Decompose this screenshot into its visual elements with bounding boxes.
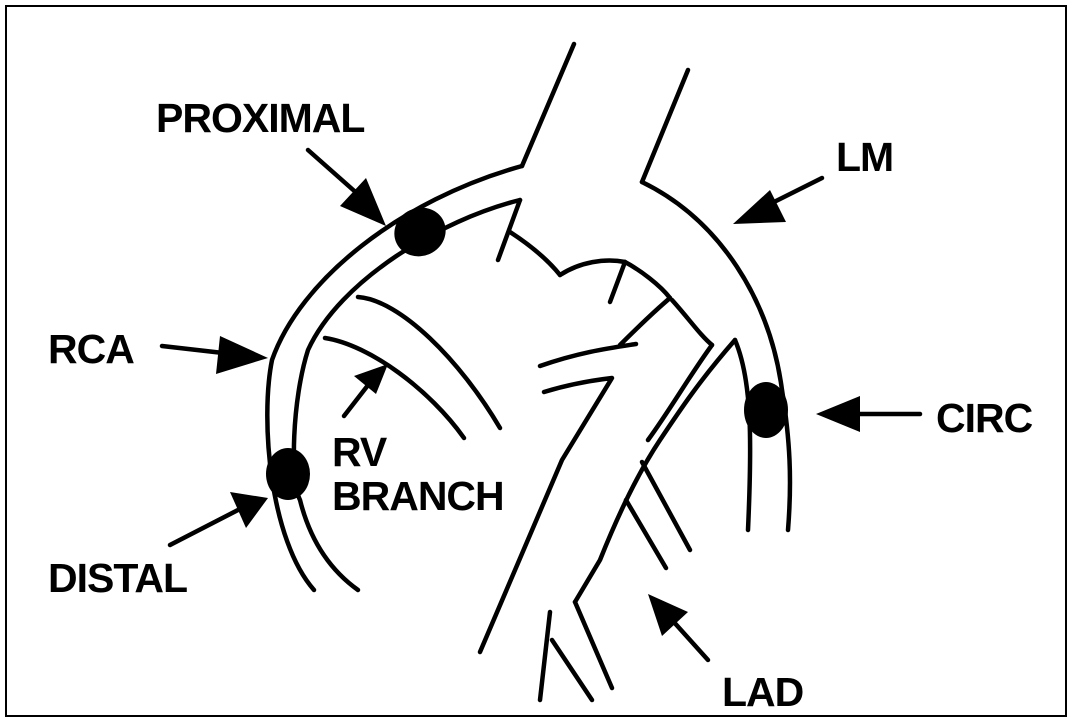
label-lm: LM — [836, 137, 893, 178]
aorta-right-wall — [642, 70, 688, 182]
rv-arrow-head — [354, 364, 388, 394]
circ-arrow-head — [816, 396, 860, 432]
lm-outer-wall — [642, 182, 790, 530]
proximal-arrow-shaft — [308, 150, 360, 196]
rv-branch-upper — [358, 297, 500, 428]
rca-inner-wall — [294, 200, 520, 590]
label-rv: RV — [332, 432, 386, 473]
circ-inner-wall — [735, 340, 750, 530]
lad-lower-left — [540, 612, 550, 700]
small-vessel-arc-5 — [620, 298, 670, 345]
label-lad: LAD — [722, 672, 803, 713]
lad-inner-link — [648, 345, 712, 440]
lm-arrow-head — [733, 190, 786, 224]
diagonal-4 — [552, 640, 592, 700]
aorta-left-wall — [522, 44, 574, 166]
diagonal-2 — [626, 500, 666, 568]
small-vessel-arc-4 — [625, 262, 670, 298]
diagonal-3 — [575, 602, 612, 688]
lad-arrow-shaft — [672, 620, 708, 660]
rca-outer-wall — [267, 166, 522, 590]
distal-arrow-shaft — [170, 510, 238, 545]
label-distal: DISTAL — [48, 558, 187, 599]
small-vessel-arc-3 — [610, 262, 625, 302]
label-rca: RCA — [48, 329, 134, 370]
label-proximal: PROXIMAL — [156, 98, 364, 139]
rca-arrow-head — [216, 336, 268, 374]
small-vessel-arc-2 — [560, 261, 625, 275]
lad-left-wall-upper — [540, 344, 636, 366]
circ-stenosis — [744, 382, 788, 438]
lm-inner-wall — [672, 300, 712, 345]
distal-stenosis — [266, 448, 310, 500]
label-branch: BRANCH — [332, 476, 504, 517]
small-vessel-arc-1 — [510, 232, 560, 275]
label-circ: CIRC — [936, 398, 1032, 439]
